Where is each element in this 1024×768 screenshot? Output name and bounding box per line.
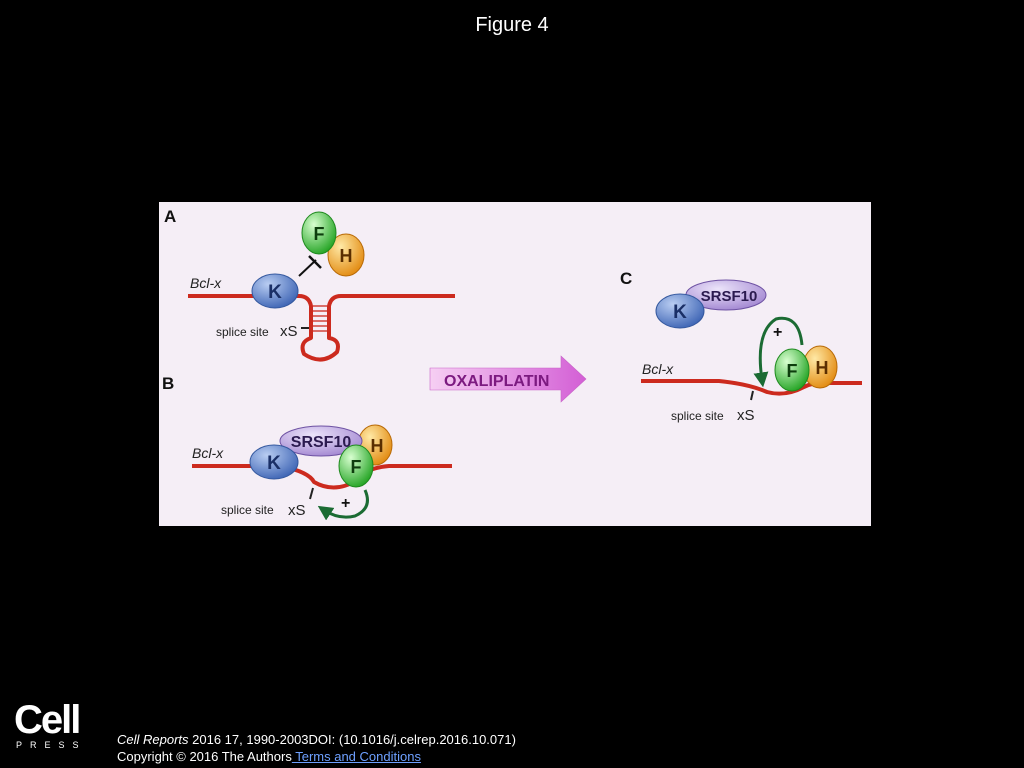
f-label-b: F <box>351 457 362 477</box>
oxaliplatin-label: OXALIPLATIN <box>444 373 549 390</box>
k-label-a: K <box>268 282 282 303</box>
figure-image: A Bcl-x splice site xS K H F B Bcl-x <box>159 202 871 526</box>
journal-name: Cell Reports <box>117 732 189 747</box>
copyright-text: Copyright © 2016 The Authors <box>117 749 292 764</box>
srsf10-label-c: SRSF10 <box>701 288 758 305</box>
citation-line: Cell Reports 2016 17, 1990-2003DOI: (10.… <box>117 731 516 748</box>
rna-hairpin-a <box>188 294 455 362</box>
figure-title: Figure 4 <box>475 14 549 36</box>
h-label-c: H <box>816 358 829 378</box>
activation-arrow-b <box>317 489 369 521</box>
panel-label-b: B <box>162 374 174 393</box>
f-label-c: F <box>787 361 798 381</box>
plus-sign-c: + <box>773 324 782 341</box>
splice-site-label-b: splice site <box>221 503 274 517</box>
f-protein-a <box>301 211 337 255</box>
rna-line-b <box>192 464 452 490</box>
gene-label-a: Bcl-x <box>190 275 222 291</box>
citation-block: Cell Reports 2016 17, 1990-2003DOI: (10.… <box>117 731 516 765</box>
xs-label-c: xS <box>737 407 755 424</box>
logo-wordmark: Cell <box>14 698 81 742</box>
k-protein-a <box>251 273 299 309</box>
k-label-c: K <box>673 302 687 323</box>
gene-label-c: Bcl-x <box>642 361 674 377</box>
panel-label-a: A <box>164 207 176 226</box>
logo-subtext: PRESS <box>16 740 87 750</box>
splice-site-label-a: splice site <box>216 325 269 339</box>
k-protein-b <box>249 444 299 480</box>
h-label-b: H <box>371 436 384 456</box>
h-protein-a <box>327 233 365 277</box>
k-label-b: K <box>267 453 281 474</box>
panel-label-c: C <box>620 269 632 288</box>
srsf10-protein-b <box>279 425 363 457</box>
xs-label-b: xS <box>288 502 306 519</box>
srsf10-label-b: SRSF10 <box>291 434 352 451</box>
h-label-a: H <box>340 246 353 266</box>
f-label-a: F <box>314 224 325 244</box>
terms-and-conditions-link[interactable]: Terms and Conditions <box>291 749 421 764</box>
splice-site-tick-c <box>750 390 754 401</box>
oxaliplatin-arrow <box>429 355 587 403</box>
k-protein-c <box>655 293 705 329</box>
inhibition-symbol <box>298 255 322 277</box>
splice-site-tick-b <box>309 487 314 500</box>
plus-sign-b: + <box>341 495 350 512</box>
copyright-line: Copyright © 2016 The Authors Terms and C… <box>117 748 516 765</box>
citation-text: 2016 17, 1990-2003DOI: (10.1016/j.celrep… <box>188 732 516 747</box>
activation-arrow-c <box>753 316 804 388</box>
splice-site-label-c: splice site <box>671 409 724 423</box>
xs-label-a: xS <box>280 323 298 340</box>
f-protein-c <box>774 348 810 392</box>
gene-label-b: Bcl-x <box>192 445 224 461</box>
f-protein-b <box>338 444 374 488</box>
cell-press-logo: Cell PRESS <box>14 700 84 752</box>
